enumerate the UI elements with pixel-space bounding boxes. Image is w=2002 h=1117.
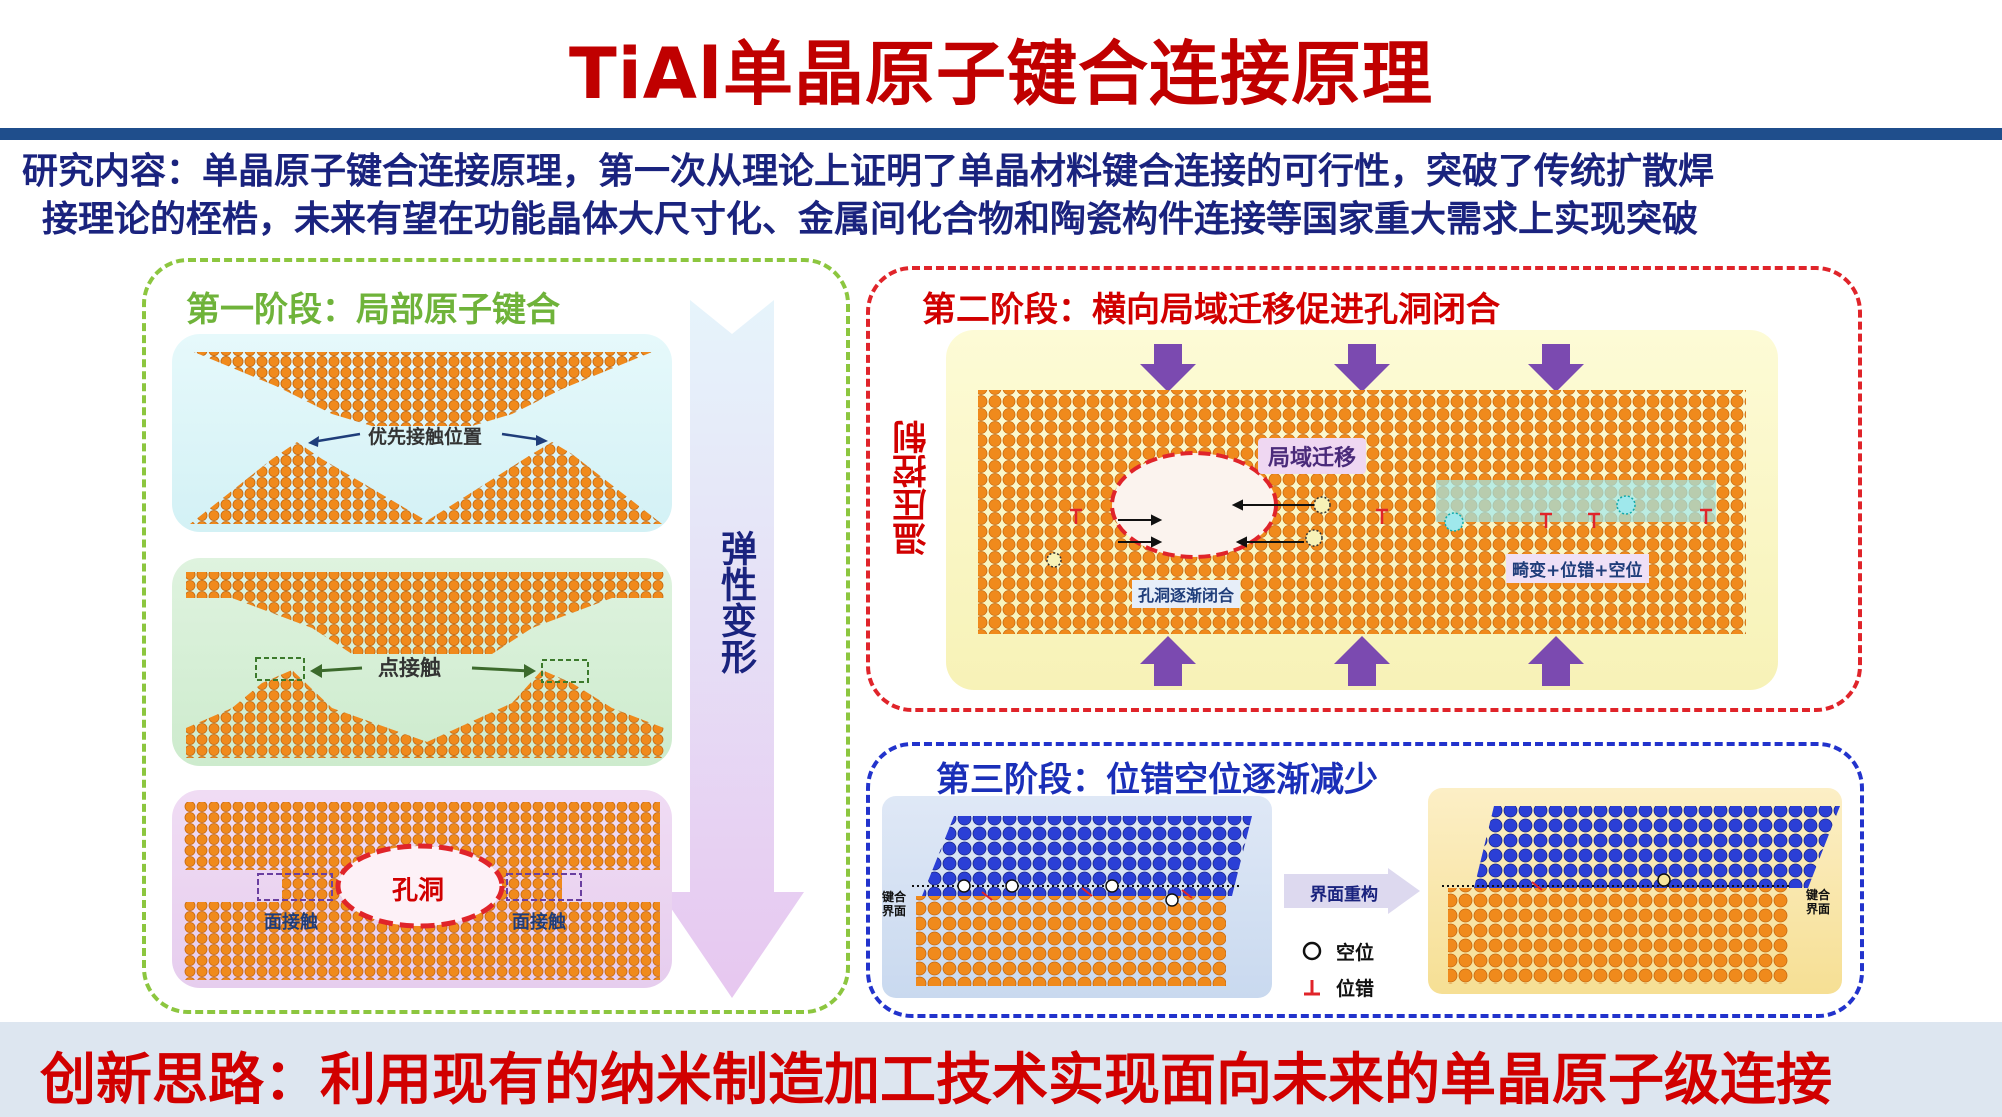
legend-vacancy-label: 空位	[1336, 942, 1375, 964]
after-reconstruction-figure	[1442, 806, 1840, 984]
local-migration-label: 局域迁移	[1258, 438, 1367, 474]
stage1-panel-preferred-contact: 优先接触位置	[172, 334, 672, 532]
title-divider	[0, 128, 2002, 140]
stage3-before-panel: 键合 界面	[882, 796, 1272, 998]
stage3-legend: 空位 位错	[1294, 936, 1414, 1006]
stage3-after-panel: 键合 界面	[1428, 788, 1842, 994]
research-summary: 研究内容：单晶原子键合连接原理，第一次从理论上证明了单晶材料键合连接的可行性，突…	[22, 148, 1982, 244]
footer-bar	[0, 1022, 2002, 1117]
interface-reconstruction-arrow	[1284, 868, 1420, 914]
lateral-migration-figure	[978, 344, 1746, 686]
stage2-box	[866, 266, 1862, 712]
stage1-panel-face-contact: 孔洞 面接触 面接触	[172, 790, 672, 988]
preferred-contact-label: 优先接触位置	[368, 426, 483, 448]
legend-dislocation-label: 位错	[1336, 978, 1375, 1000]
point-contact-figure	[186, 572, 664, 758]
bonding-interface-right-label: 键合 界面	[1806, 888, 1831, 916]
defect-label: 畸变+位错+空位	[1506, 554, 1649, 583]
stage3-title: 第三阶段：位错空位逐渐减少	[936, 760, 1378, 800]
stage1-box	[142, 258, 850, 1014]
hole-closure-label: 孔洞逐渐闭合	[1132, 580, 1241, 608]
bonding-interface-left-label: 键合 界面	[882, 890, 907, 918]
stage2-title: 第二阶段：横向局域迁移促进孔洞闭合	[922, 290, 1500, 330]
stage1-title: 第一阶段：局部原子键合	[186, 290, 560, 330]
legend-symbols	[1302, 941, 1322, 996]
summary-line-2: 接理论的桎梏，未来有望在功能晶体大尺寸化、金属间化合物和陶瓷构件连接等国家重大需…	[42, 199, 1699, 240]
page-title: TiAl单晶原子键合连接原理	[569, 33, 1433, 115]
face-contact-right-label: 面接触	[512, 912, 566, 933]
point-contact-label: 点接触	[378, 656, 441, 680]
stage1-panel-point-contact: 点接触	[172, 558, 672, 766]
face-contact-figure	[184, 802, 660, 980]
hole-label: 孔洞	[392, 876, 445, 906]
innovation-idea-text: 创新思路：利用现有的纳米制造加工技术实现面向未来的单晶原子级连接	[40, 1048, 1832, 1113]
interface-reconstruction-label: 界面重构	[1310, 885, 1378, 905]
stage2-panel: 局域迁移 孔洞逐渐闭合 畸变+位错+空位	[946, 330, 1778, 690]
before-reconstruction-figure	[912, 816, 1252, 986]
temperature-pressure-label: 温压控制	[893, 420, 933, 556]
stage3-box	[866, 742, 1864, 1018]
elastic-deformation-label: 弹性变形	[715, 530, 756, 674]
preferred-contact-arrows	[308, 432, 548, 447]
preferred-contact-figure	[190, 352, 662, 524]
summary-line-1: 研究内容：单晶原子键合连接原理，第一次从理论上证明了单晶材料键合连接的可行性，突…	[22, 151, 1715, 192]
elastic-deformation-arrow	[672, 300, 804, 998]
face-contact-left-label: 面接触	[264, 912, 318, 933]
